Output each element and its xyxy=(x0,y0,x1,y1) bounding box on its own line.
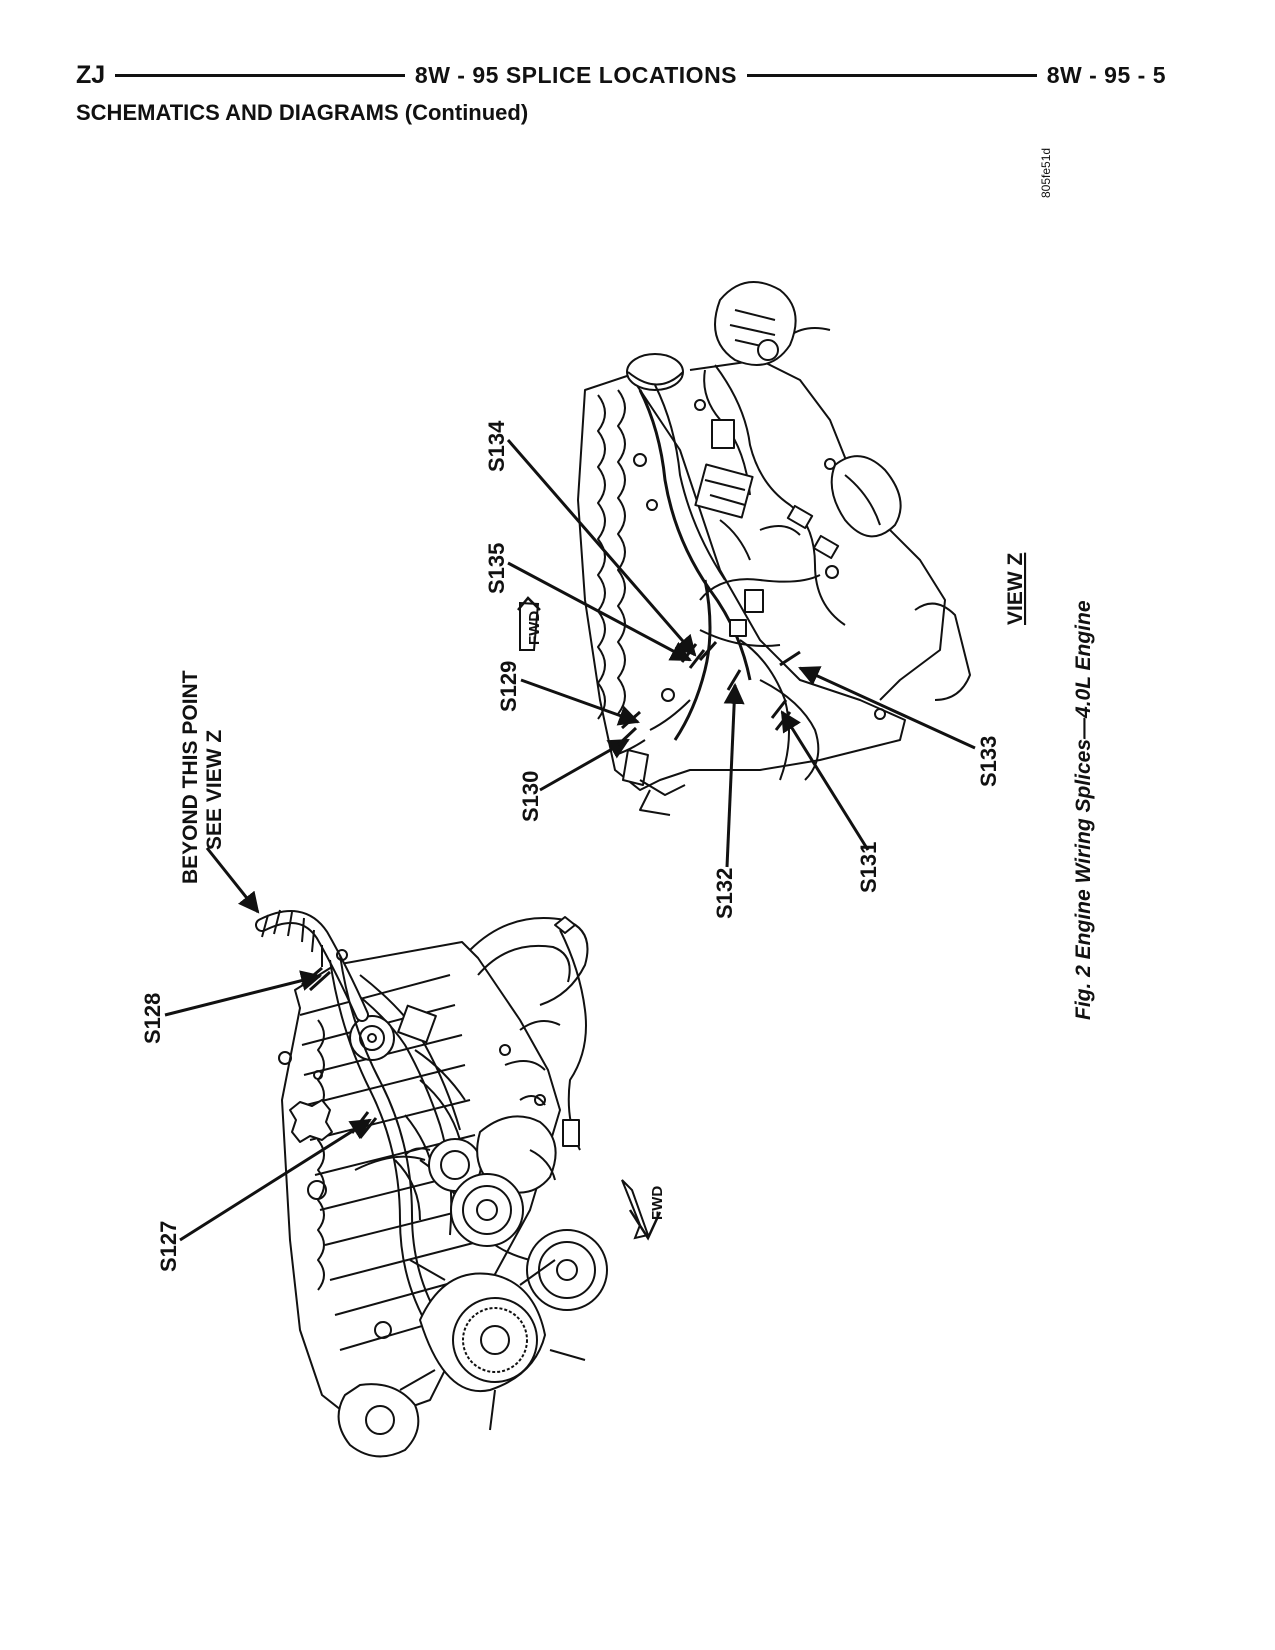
leader-s129 xyxy=(520,678,640,726)
leader-s134 xyxy=(506,439,697,657)
label-s134: S134 xyxy=(484,420,509,472)
label-s129: S129 xyxy=(496,661,521,712)
label-s131: S131 xyxy=(856,842,881,893)
header-page-number: 8W - 95 - 5 xyxy=(1046,61,1166,88)
note-beyond-this-point: BEYOND THIS POINT xyxy=(179,670,202,884)
splice-marks xyxy=(301,641,801,1139)
full-engine-illustration xyxy=(255,909,608,1458)
fwd-arrow-upper: FWD xyxy=(517,596,543,651)
header-model: ZJ xyxy=(76,60,106,89)
label-s130: S130 xyxy=(518,771,543,822)
fwd-label-upper: FWD xyxy=(526,611,543,645)
header-rule-right xyxy=(747,73,1037,77)
leader-s130 xyxy=(539,738,630,792)
leader-s133 xyxy=(798,666,976,750)
page-header: ZJ 8W - 95 SPLICE LOCATIONS 8W - 95 - 5 xyxy=(76,58,1166,92)
header-rule-left xyxy=(115,73,405,77)
label-s127: S127 xyxy=(156,1221,181,1272)
label-s133: S133 xyxy=(976,736,1001,787)
fwd-arrow-lower: FWD xyxy=(621,1179,666,1241)
leader-beyond-point xyxy=(205,847,260,914)
figure-caption: Fig. 2 Engine Wiring Splices—4.0L Engine xyxy=(1072,600,1095,1020)
note-see-view-z: SEE VIEW Z xyxy=(203,730,226,850)
fwd-label-lower: FWD xyxy=(649,1186,666,1220)
label-s128: S128 xyxy=(140,993,165,1044)
figure-code: 805fe51d xyxy=(1039,148,1053,198)
leader-s132 xyxy=(723,682,745,868)
label-s132: S132 xyxy=(712,868,737,919)
leader-lines xyxy=(164,439,976,1242)
leader-s127 xyxy=(179,1118,372,1242)
view-z-illustration xyxy=(577,281,971,816)
view-z-label: VIEW Z xyxy=(1004,552,1027,625)
label-s135: S135 xyxy=(484,543,509,594)
section-title: SCHEMATICS AND DIAGRAMS (Continued) xyxy=(76,100,529,125)
header-section: 8W - 95 SPLICE LOCATIONS xyxy=(414,61,738,88)
leader-s131 xyxy=(780,710,870,851)
leader-s135 xyxy=(507,561,692,662)
leader-s128 xyxy=(164,970,323,1017)
